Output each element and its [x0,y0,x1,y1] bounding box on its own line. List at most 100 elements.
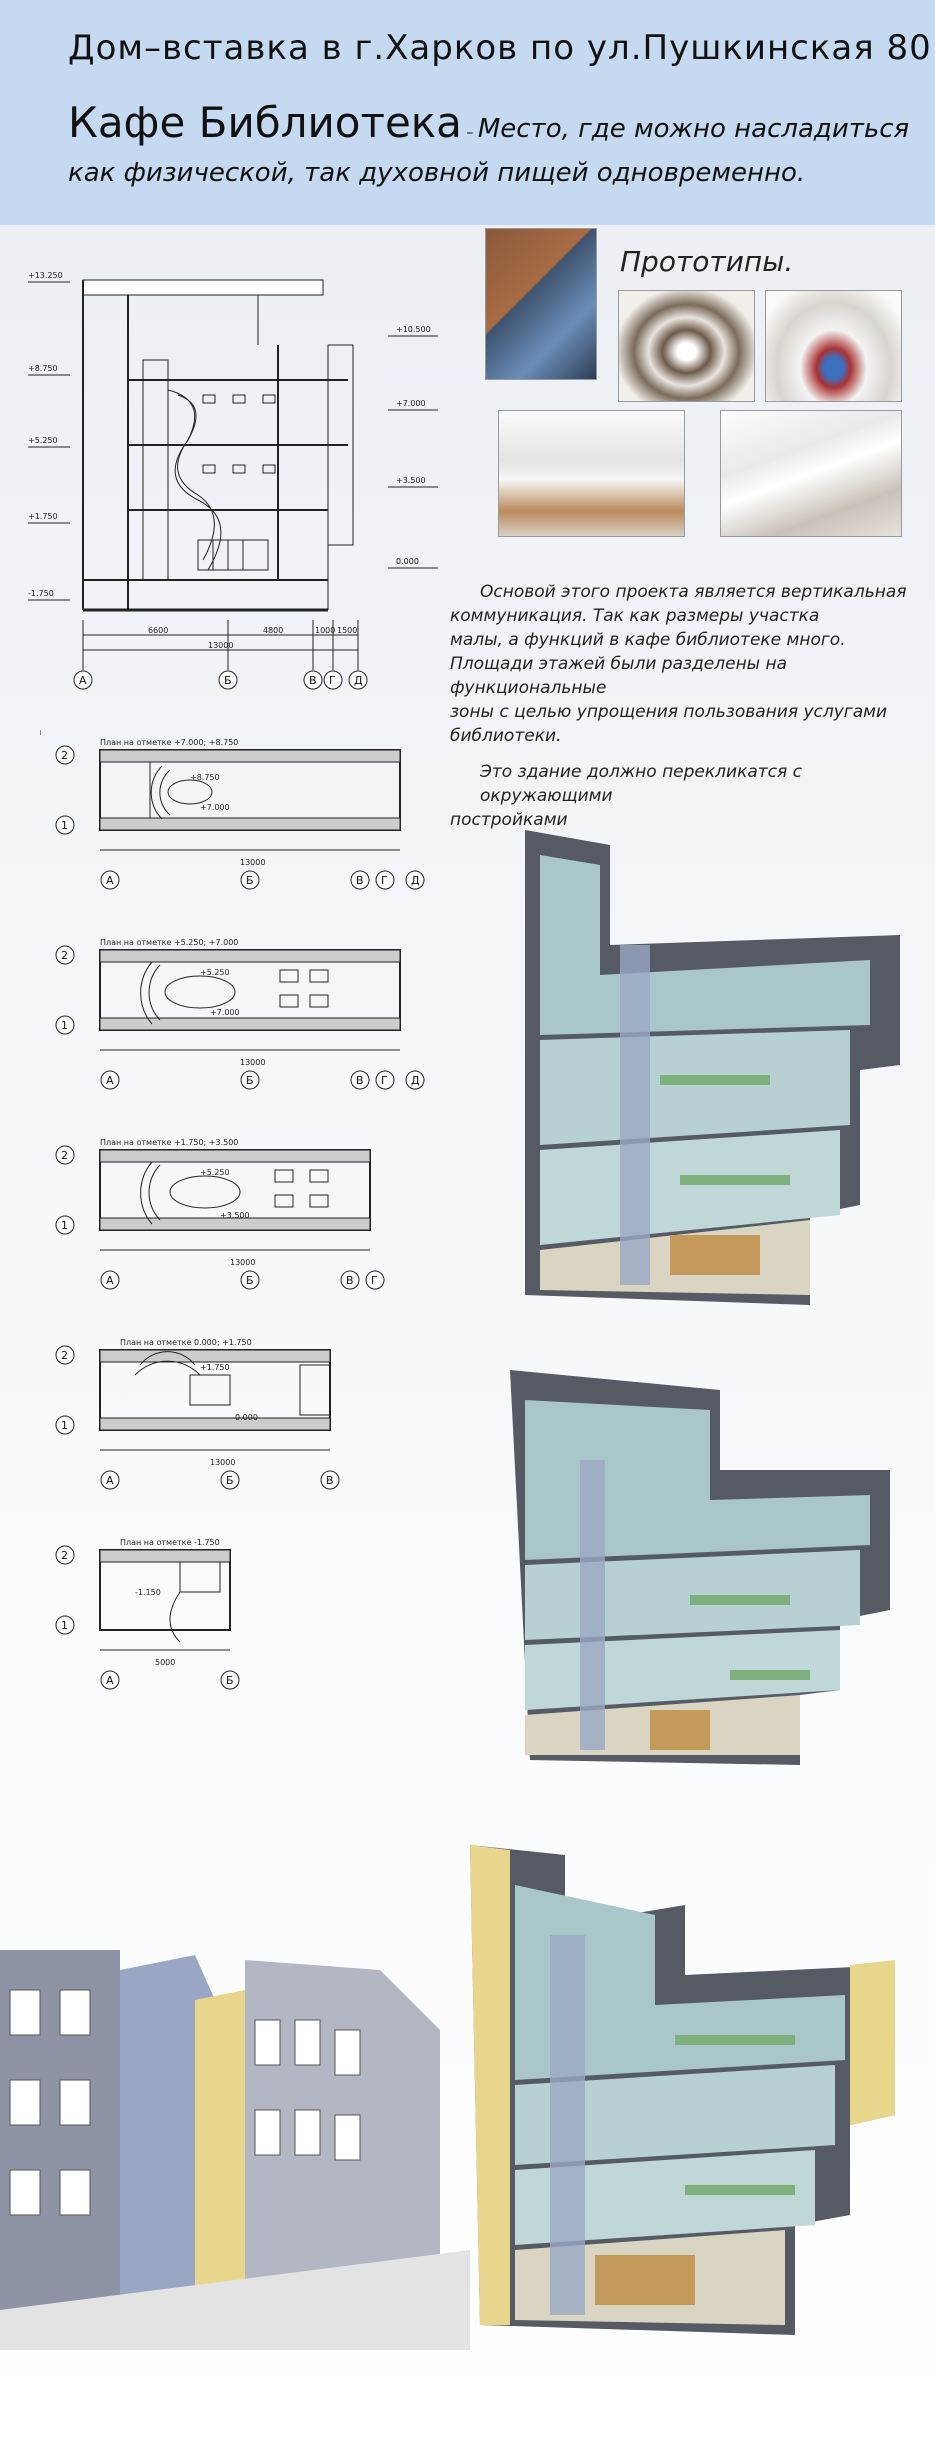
page-title: Дом–вставка в г.Харков по ул.Пушкинская … [68,28,932,68]
text-line: малы, а функций в кафе библиотеке много. [450,630,846,650]
cutaway-render-2 [510,1370,890,1765]
axis-label: Б [226,1474,234,1487]
text-line: библиотеки. [450,726,562,746]
level-label: 0.000 [396,557,419,566]
axis-label: Д [354,674,363,687]
axis-label: Г [381,874,388,887]
row-label: 2 [61,749,68,762]
plan-5 [99,1549,231,1651]
prototype-photo-atrium [498,410,685,537]
floor-plans: План на отметке +7.000; +8.750 +8.750 +7… [40,730,425,1690]
axis-label: А [106,1074,114,1087]
prototype-photo-spiral [618,290,755,402]
axis-label: А [106,1674,114,1687]
plan-title: План на отметке +1.750; +3.500 [100,1138,238,1147]
plan-total: 5000 [155,1658,175,1667]
prototypes-heading: Прототипы. [620,245,794,278]
level-label: -1.750 [28,589,54,598]
row-label: 2 [61,1149,68,1162]
axis-label: Б [246,1074,254,1087]
axis-label: Д [411,874,420,887]
street-render [0,1950,470,2350]
plan-mark: -1.150 [135,1588,161,1597]
plan-1 [40,730,401,851]
plan-mark: +1.750 [200,1363,230,1372]
title-dash: – [461,125,478,141]
description-text: Основой этого проекта является вертикаль… [450,580,935,832]
project-name: Кафе Библиотека [68,98,462,147]
plan-title: План на отметке +7.000; +8.750 [100,738,238,747]
level-label: +8.750 [28,364,58,373]
level-label: +1.750 [28,512,58,521]
level-label: +7.000 [396,399,426,408]
text-line: Площади этажей были разделены на функцио… [450,654,788,698]
project-slogan: Место, где можно насладиться [477,114,910,144]
plan-4 [99,1349,331,1451]
plan-mark: +5.250 [200,968,230,977]
plan-total: 13000 [230,1258,255,1267]
plan-title: План на отметке 0.000; +1.750 [120,1338,252,1347]
dimension-label: 6600 [148,626,168,635]
level-label: +13.250 [28,271,63,280]
plan-mark: +5.250 [200,1168,230,1177]
text-line: Основой этого проекта является вертикаль… [480,582,907,602]
plan-2 [99,949,401,1051]
plan-title: План на отметке +5.250; +7.000 [100,938,238,947]
level-label: +3.500 [396,476,426,485]
prototype-photo-ramps [720,410,902,537]
plan-mark: +7.000 [210,1008,240,1017]
dimension-label: 1500 [337,626,357,635]
plan-mark: +8.750 [190,773,220,782]
cutaway-render-3 [470,1845,895,2335]
row-label: 2 [61,1549,68,1562]
level-label: +5.250 [28,436,58,445]
dimension-label: 1000 [315,626,335,635]
text-line: постройками [450,810,568,830]
axis-label: В [356,1074,364,1087]
axis-label: А [79,674,87,687]
axis-label: Б [246,1274,254,1287]
plan-total: 13000 [240,1058,265,1067]
row-label: 1 [61,1219,68,1232]
axis-label: Г [371,1274,378,1287]
axis-label: Г [381,1074,388,1087]
dimension-label: 4800 [263,626,283,635]
project-slogan-line2: как физической, так духовной пищей однов… [68,158,806,188]
axis-label: А [106,1274,114,1287]
dimension-label: 13000 [208,641,233,650]
text-line: зоны с целью упрощения пользования услуг… [450,702,888,722]
plan-mark: +3.500 [220,1211,250,1220]
axis-label: Б [226,1674,234,1687]
cutaway-render-1 [525,830,900,1305]
axis-label: Д [411,1074,420,1087]
row-label: 2 [61,1349,68,1362]
row-label: 1 [61,819,68,832]
axis-label: В [326,1474,334,1487]
axis-label: В [309,674,317,687]
prototype-photo-facade [485,228,597,380]
axis-label: А [106,874,114,887]
text-line: Это здание должно перекликатся с окружаю… [480,762,802,806]
header-banner: Дом–вставка в г.Харков по ул.Пушкинская … [0,0,935,225]
plan-total: 13000 [210,1458,235,1467]
plan-mark: +7.000 [200,803,230,812]
axis-label: В [346,1274,354,1287]
axis-label: Б [224,674,232,687]
level-label: +10.500 [396,325,431,334]
plan-3 [99,1149,371,1251]
plan-title: План на отметке -1.750 [120,1538,220,1547]
prototype-photo-library [765,290,902,402]
row-label: 2 [61,949,68,962]
plan-mark: 0.000 [235,1413,258,1422]
axis-label: Г [329,674,336,687]
row-label: 1 [61,1419,68,1432]
project-title: Кафе Библиотека – Место, где можно насла… [68,98,909,147]
axis-label: В [356,874,364,887]
plan-total: 13000 [240,858,265,867]
building-section-drawing: +13.250 +10.500 +8.750 +7.000 +5.250 +3.… [28,271,438,690]
row-label: 1 [61,1019,68,1032]
row-label: 1 [61,1619,68,1632]
axis-label: А [106,1474,114,1487]
text-line: коммуникация. Так как размеры участка [450,606,820,626]
axis-label: Б [246,874,254,887]
